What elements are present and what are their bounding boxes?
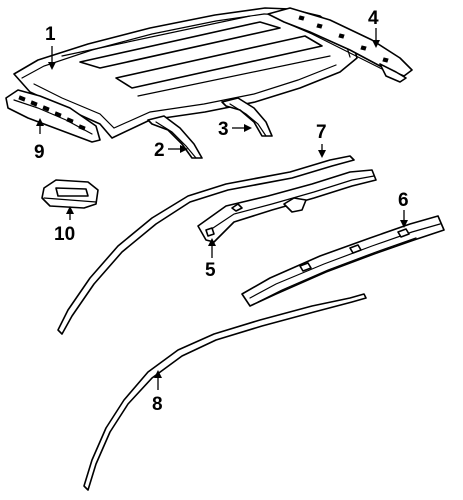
callout-3: 3 xyxy=(218,119,229,140)
callout-5: 5 xyxy=(205,260,216,281)
leader-lines xyxy=(36,28,408,390)
roof-side-rail xyxy=(197,169,377,243)
callout-8: 8 xyxy=(152,394,163,415)
roof-side-inner-panel xyxy=(241,215,445,307)
roof-drip-moulding xyxy=(57,155,355,335)
callout-10: 10 xyxy=(54,224,75,245)
callout-6: 6 xyxy=(398,190,409,211)
callout-7: 7 xyxy=(316,122,327,143)
roof-panel xyxy=(13,7,358,139)
callout-4: 4 xyxy=(368,8,379,29)
roof-bow-front xyxy=(147,115,203,159)
roof-weatherstrip xyxy=(83,293,367,491)
roof-bow-rear xyxy=(221,97,273,137)
callout-2: 2 xyxy=(154,140,165,161)
callout-9: 9 xyxy=(34,142,45,163)
front-roof-header xyxy=(5,89,101,143)
dome-lamp xyxy=(41,179,99,209)
rear-roof-bow xyxy=(267,7,413,83)
callout-1: 1 xyxy=(45,24,56,45)
